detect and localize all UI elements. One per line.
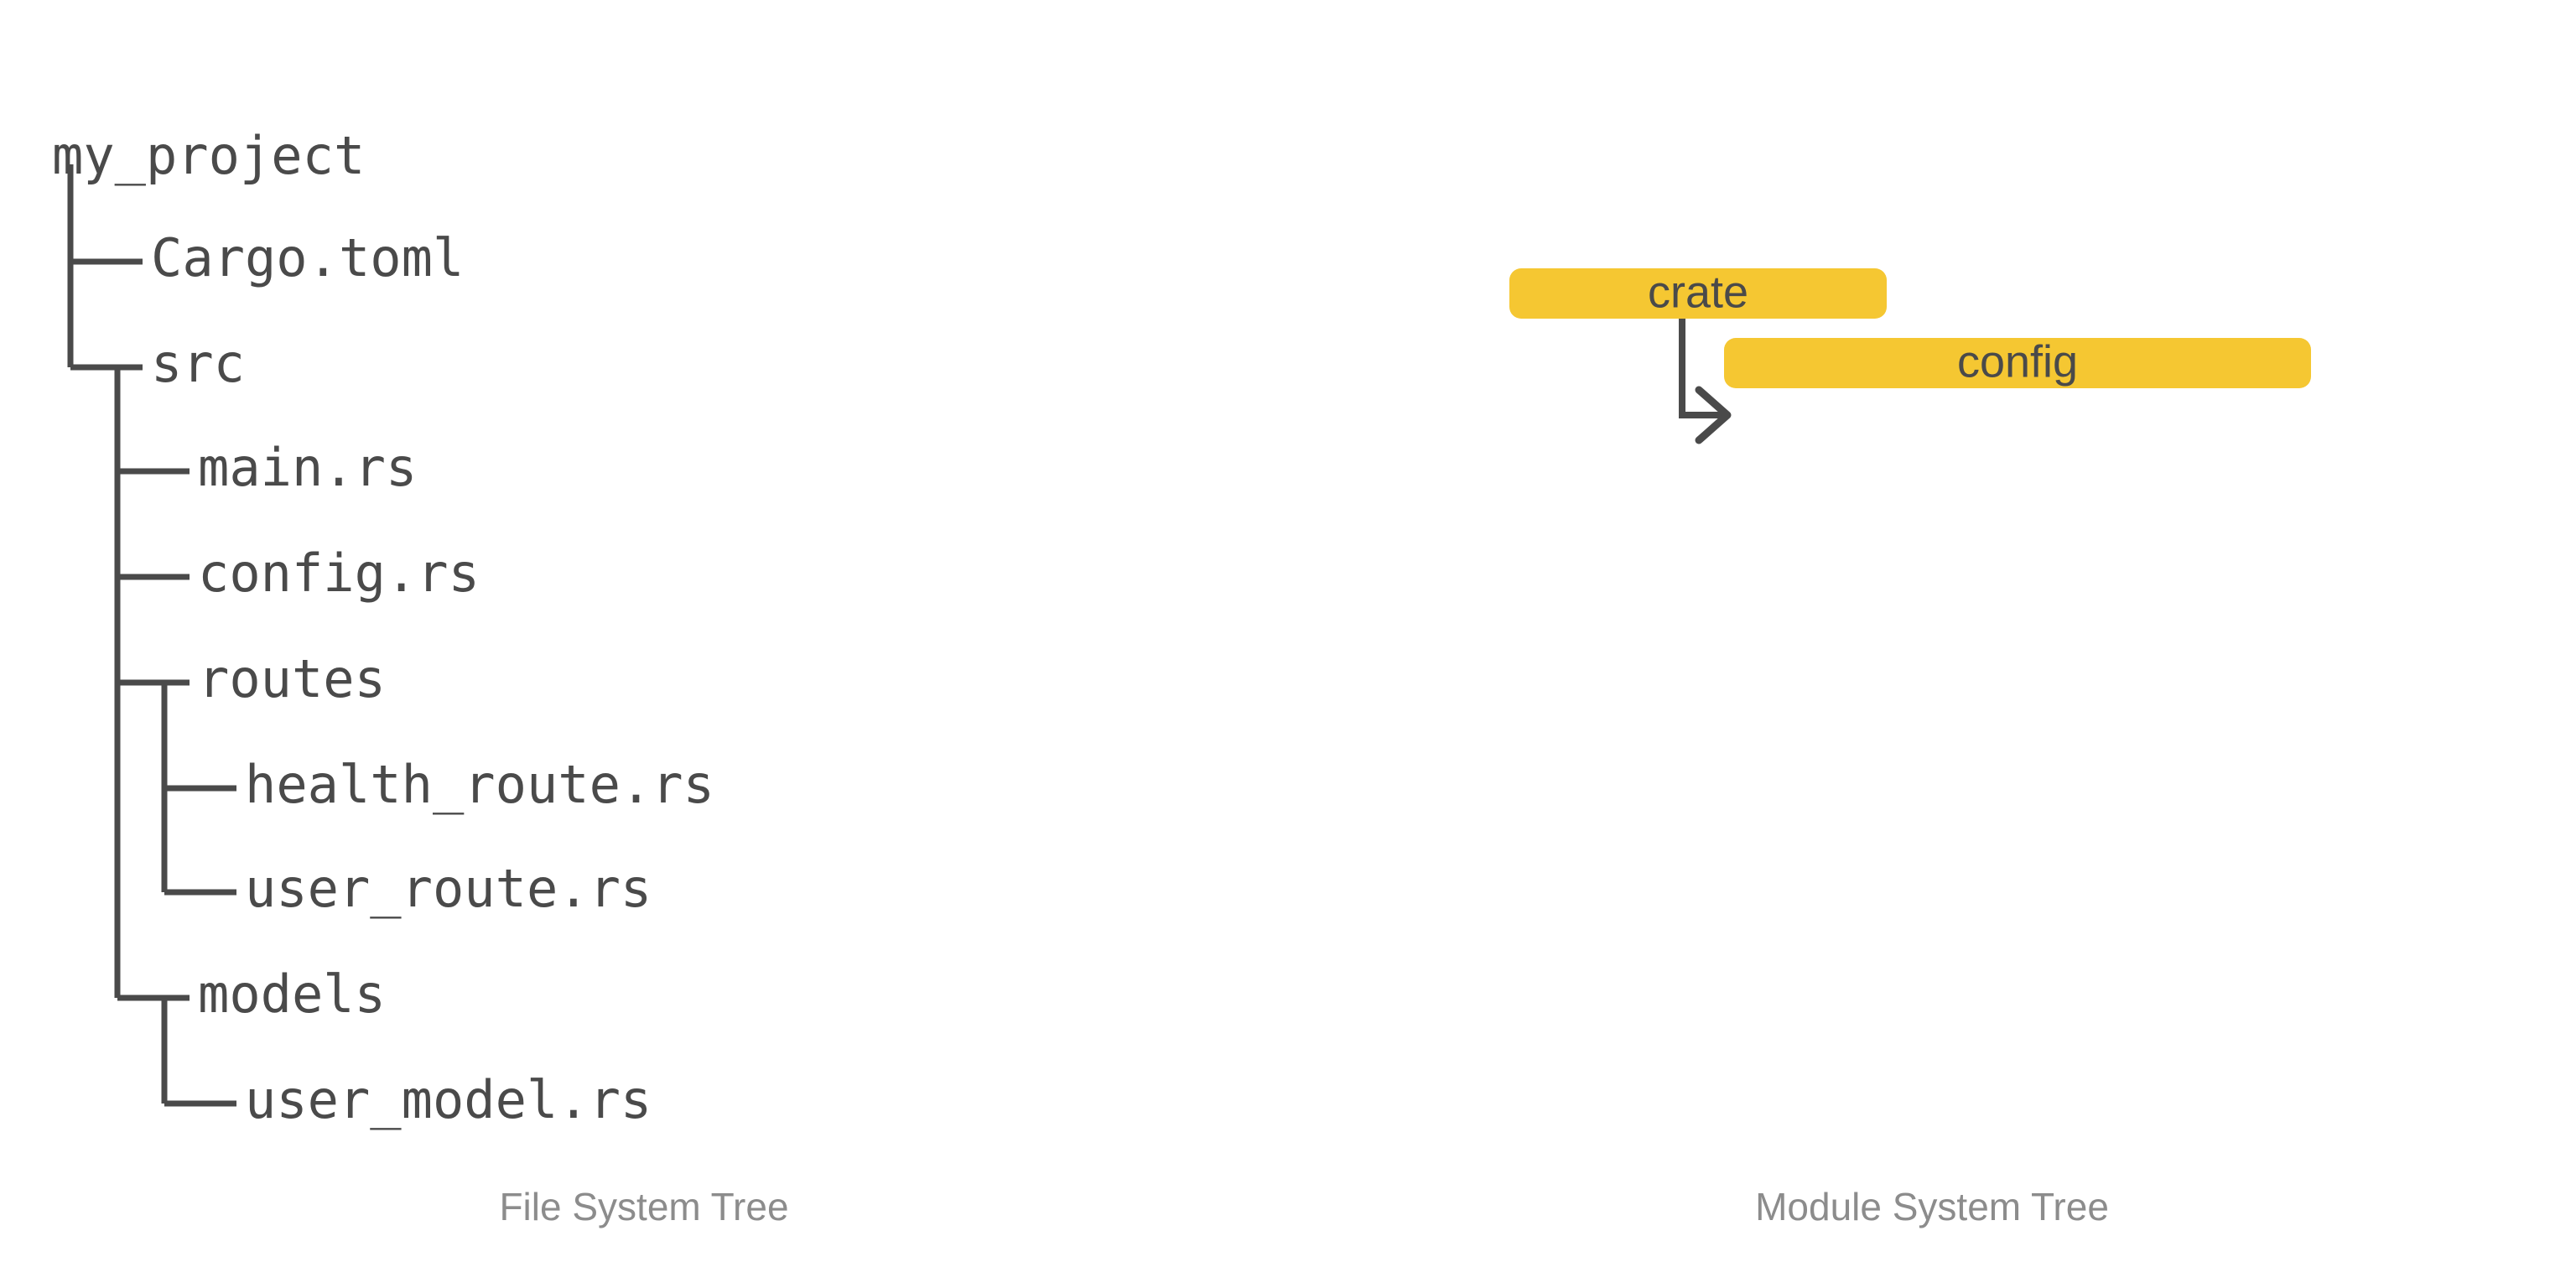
module-node-crate[interactable]: crate [1509,267,1887,319]
tree-node-main-rs[interactable]: main.rs [198,437,417,498]
module-system-tree-svg: crate config [1509,267,2311,444]
tree-node-config-rs[interactable]: config.rs [198,543,480,604]
arrowhead-icon [1695,386,1732,444]
tree-node-my-project[interactable]: my_project [52,125,365,186]
tree-node-user-route-rs[interactable]: user_route.rs [245,858,652,919]
config-box-shape[interactable] [1724,338,2311,388]
caption-module-system-tree: Module System Tree [1755,1185,2109,1228]
module-edge-crate-config [1679,317,1732,444]
caption-file-system-tree: File System Tree [499,1185,789,1228]
tree-node-user-model-rs[interactable]: user_model.rs [245,1069,652,1130]
tree-node-routes[interactable]: routes [198,648,386,709]
tree-node-models[interactable]: models [198,963,386,1025]
tree-node-cargo-toml[interactable]: Cargo.toml [151,227,464,288]
tree-node-src[interactable]: src [151,333,245,394]
module-node-config[interactable]: config [1724,336,2311,388]
crate-box-shape[interactable] [1509,268,1887,319]
tree-node-health-route-rs[interactable]: health_route.rs [245,754,714,815]
module-system-tree-panel: crate config [1288,0,2576,1288]
crate-box-label: crate [1648,267,1748,317]
edge-elbow-path [1679,317,1724,418]
config-box-label: config [1957,336,2078,387]
tree-connectors [67,164,236,1107]
file-system-tree-panel: my_project Cargo.toml src main.rs config… [52,125,714,1130]
file-system-tree-svg: my_project Cargo.toml src main.rs config… [52,125,714,1130]
